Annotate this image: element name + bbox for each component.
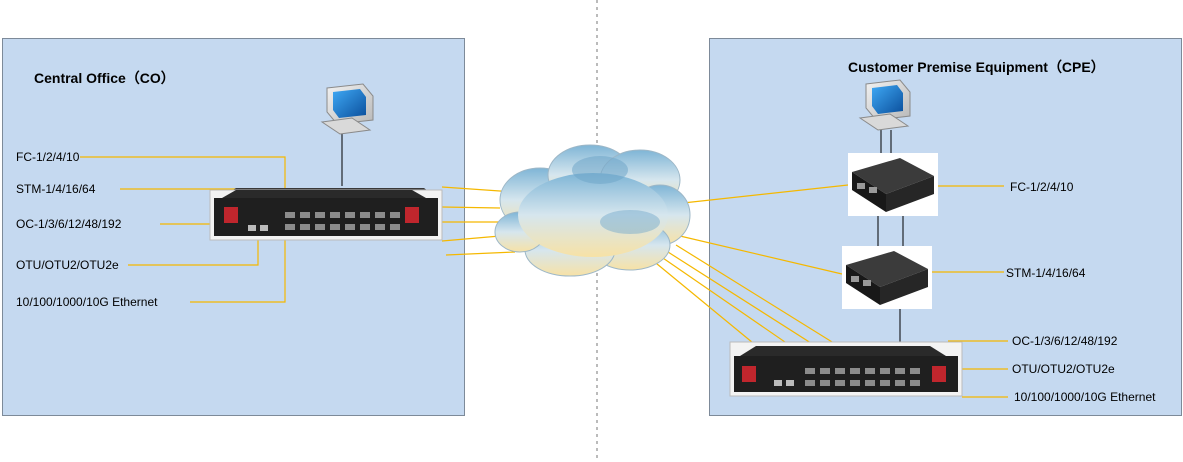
cpe-label-otu: OTU/OTU2/OTU2e xyxy=(1012,362,1115,376)
co-label-oc: OC-1/3/6/12/48/192 xyxy=(16,217,122,231)
cpe-device-2-icon xyxy=(842,246,932,309)
co-label-fc: FC-1/2/4/10 xyxy=(16,150,80,164)
co-label-ethernet: 10/100/1000/10G Ethernet xyxy=(16,295,158,309)
cpe-device-1-icon xyxy=(848,153,938,216)
cpe-interface-lines xyxy=(932,185,1008,398)
cpe-label-ethernet: 10/100/1000/10G Ethernet xyxy=(1014,390,1156,404)
cpe-computer-icon xyxy=(858,79,911,131)
cpe-title: Customer Premise Equipment（CPE） xyxy=(848,59,1105,75)
co-title: Central Office（CO） xyxy=(34,70,175,86)
cpe-label-fc: FC-1/2/4/10 xyxy=(1010,180,1074,194)
co-computer-icon xyxy=(320,83,374,135)
network-cloud-icon xyxy=(494,144,691,277)
co-label-stm: STM-1/4/16/64 xyxy=(16,182,96,196)
cpe-rack-device-icon xyxy=(729,341,963,397)
cpe-label-oc: OC-1/3/6/12/48/192 xyxy=(1012,334,1118,348)
co-label-otu: OTU/OTU2/OTU2e xyxy=(16,258,119,272)
cpe-label-stm: STM-1/4/16/64 xyxy=(1006,266,1086,280)
co-interface-lines xyxy=(80,156,286,303)
co-rack-device-icon xyxy=(209,188,443,241)
